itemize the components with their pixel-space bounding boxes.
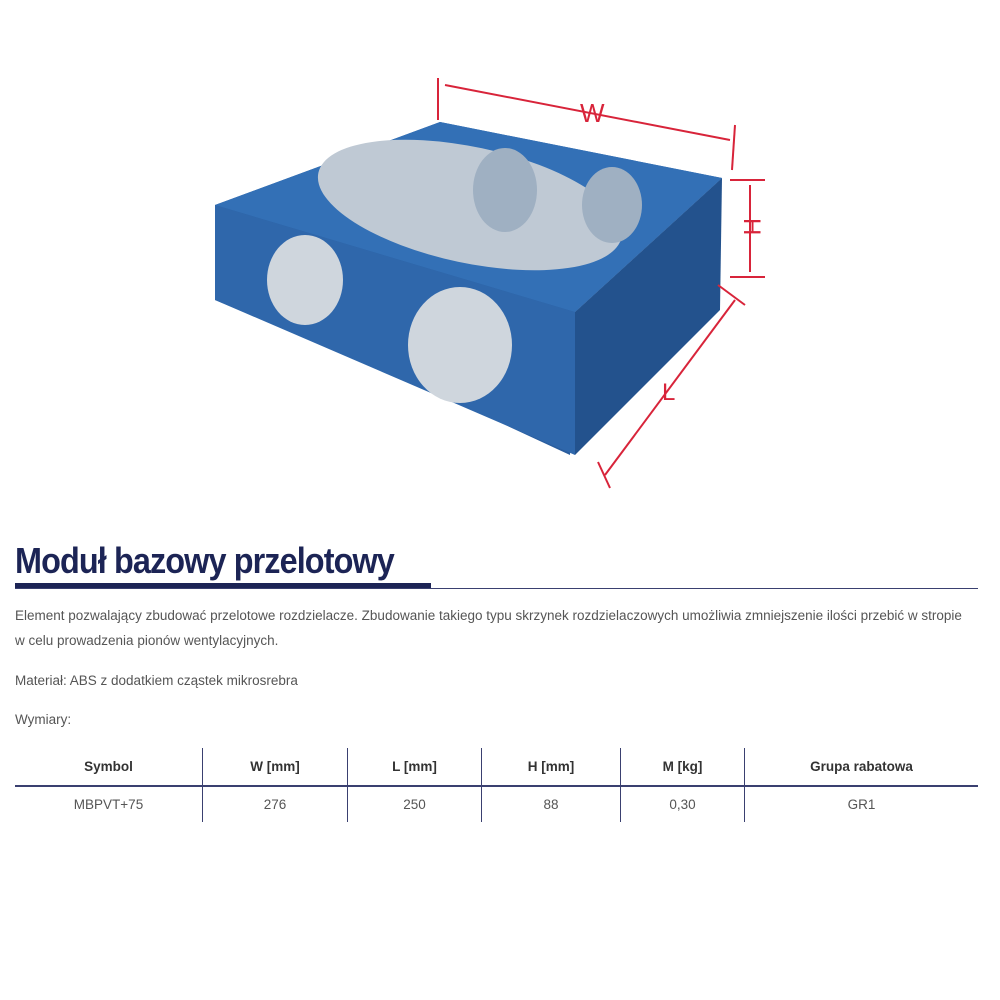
table-cell: 88 bbox=[481, 786, 621, 822]
table-cell: 250 bbox=[347, 786, 482, 822]
column-header: L [mm] bbox=[347, 748, 482, 787]
product-illustration: W H L bbox=[215, 78, 765, 489]
w-dimension-arrow bbox=[444, 84, 731, 141]
page-title: Moduł bazowy przelotowy bbox=[15, 540, 395, 581]
material: Materiał: ABS z dodatkiem cząstek mikros… bbox=[15, 673, 298, 688]
column-header: Symbol bbox=[15, 748, 203, 787]
product-box bbox=[215, 122, 722, 455]
divider bbox=[15, 588, 978, 589]
column-header: Grupa rabatowa bbox=[744, 748, 978, 787]
table-row: MBPVT+75 276 250 88 0,30 GR1 bbox=[15, 786, 978, 822]
table-cell: GR1 bbox=[744, 786, 978, 822]
w-label: W bbox=[580, 98, 605, 128]
table-cell: MBPVT+75 bbox=[73, 797, 144, 812]
column-header: H [mm] bbox=[481, 748, 621, 787]
table-header-row: Symbol W [mm] L [mm] H [mm] M [kg] Grupa… bbox=[15, 748, 978, 787]
table-cell: 0,30 bbox=[620, 786, 745, 822]
h-label: H bbox=[738, 218, 765, 235]
title-underline bbox=[15, 583, 431, 589]
description: Element pozwalający zbudować przelotowe … bbox=[15, 608, 962, 648]
column-header: W [mm] bbox=[202, 748, 348, 787]
column-header: M [kg] bbox=[620, 748, 745, 787]
dimensions-label: Wymiary: bbox=[15, 712, 72, 727]
dimensions-table: Symbol W [mm] L [mm] H [mm] M [kg] Grupa… bbox=[15, 748, 978, 822]
l-label: L bbox=[662, 379, 675, 406]
l-dimension-arrow bbox=[604, 299, 736, 476]
table-cell: 276 bbox=[202, 786, 348, 822]
